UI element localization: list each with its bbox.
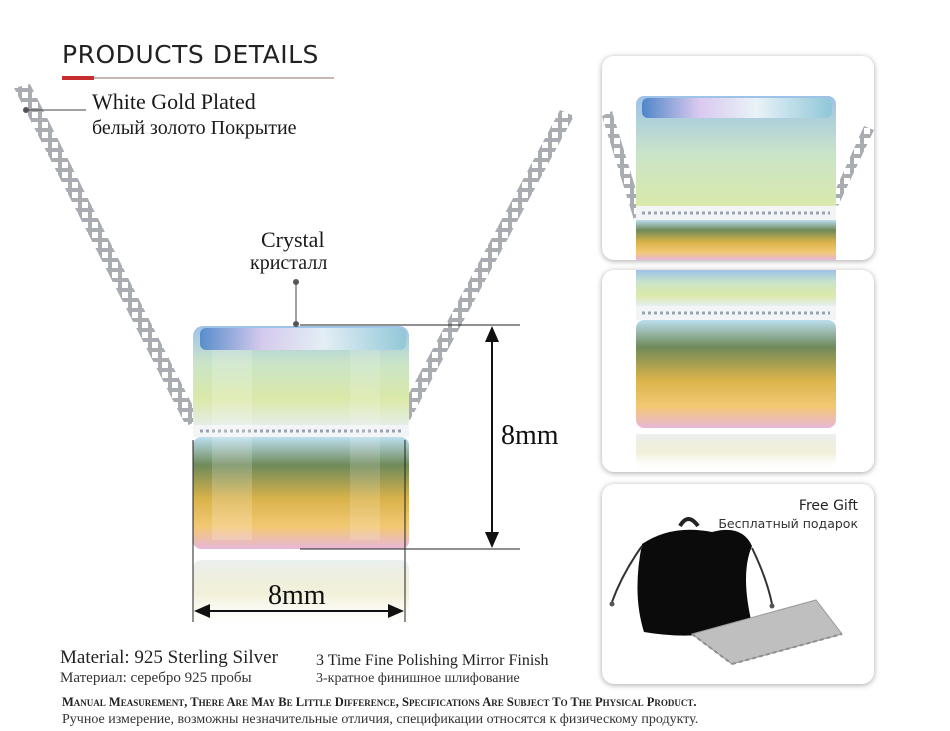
gift-subtitle: Бесплатный подарок (718, 516, 858, 531)
material-en: Material: 925 Sterling Silver (60, 647, 278, 668)
crystal-label-en: Crystal (261, 227, 325, 252)
crystal-closeup-top (602, 96, 874, 260)
page-title: PRODUCTS DETAILS (62, 40, 319, 69)
left-chain (14, 84, 200, 426)
polishing-cloth-icon (690, 599, 843, 665)
finish-en: 3 Time Fine Polishing Mirror Finish (316, 652, 549, 669)
finish-ru: 3-кратное финишное шлифование (316, 671, 520, 686)
free-gift-panel: Free Gift Бесплатный подарок (602, 484, 874, 684)
gift-title: Free Gift (798, 498, 858, 514)
height-dimension-label: 8mm (501, 420, 559, 451)
width-dimension-label: 8mm (268, 580, 326, 611)
detail-photo-bottom (602, 270, 874, 472)
plating-label-ru: белый золото Покрытие (92, 117, 297, 139)
crystal-cube (193, 326, 409, 630)
right-chain (398, 110, 574, 420)
crystal-label-ru: кристалл (250, 252, 328, 274)
title-underline (62, 77, 334, 79)
product-illustration (14, 84, 574, 630)
disclaimer-ru: Ручное измерение, возможны незначительны… (62, 712, 699, 727)
velvet-pouch-icon (609, 517, 775, 636)
plating-label-en: White Gold Plated (92, 89, 256, 114)
material-ru: Материал: серебро 925 пробы (60, 670, 252, 686)
crystal-closeup-bottom (636, 270, 836, 472)
title-accent-bar (62, 76, 94, 80)
disclaimer-en: Manual Measurement, There Are May Be Lit… (62, 695, 697, 709)
detail-photo-top (602, 56, 874, 260)
